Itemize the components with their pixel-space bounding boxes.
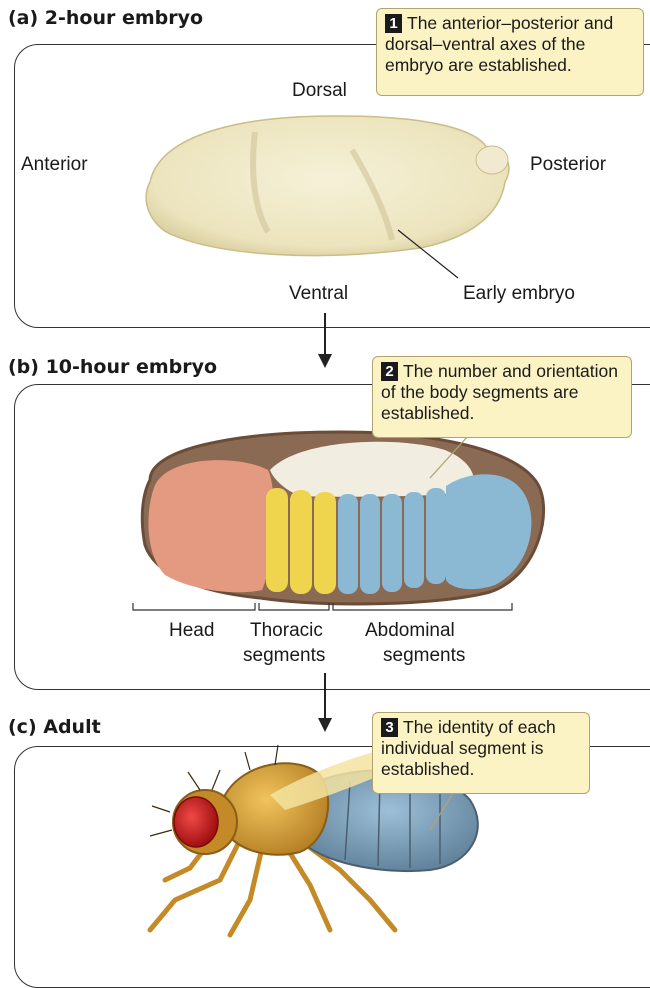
label-thoracic-2: segments xyxy=(243,645,325,667)
panel-a-title: (a) 2-hour embryo xyxy=(8,7,203,29)
step-number-3: 3 xyxy=(381,718,398,737)
label-abdominal: Abdominal xyxy=(365,620,455,642)
early-embryo-shape xyxy=(146,116,509,256)
label-posterior: Posterior xyxy=(530,154,606,176)
diagram-artwork xyxy=(0,0,650,960)
segmented-embryo-shape xyxy=(142,432,543,604)
label-early-embryo: Early embryo xyxy=(463,283,575,305)
label-anterior: Anterior xyxy=(21,154,88,176)
thoracic-segments xyxy=(266,488,336,594)
arrow-b-to-c xyxy=(318,673,332,732)
callout-2-text: The number and orientation of the body s… xyxy=(381,361,618,423)
label-dorsal: Dorsal xyxy=(292,80,347,102)
callout-1-text: The anterior–posterior and dorsal–ventra… xyxy=(385,13,613,75)
label-ventral: Ventral xyxy=(289,283,348,305)
arrow-a-to-b xyxy=(318,313,332,368)
label-abdominal-2: segments xyxy=(383,645,465,667)
label-head: Head xyxy=(169,620,214,642)
step-number-2: 2 xyxy=(381,362,398,381)
step-number-1: 1 xyxy=(385,14,402,33)
panel-b-title: (b) 10-hour embryo xyxy=(8,356,217,378)
callout-3-text: The identity of each individual segment … xyxy=(381,717,556,779)
label-thoracic: Thoracic xyxy=(250,620,323,642)
panel-c-title: (c) Adult xyxy=(8,716,101,738)
head-region xyxy=(148,460,274,592)
